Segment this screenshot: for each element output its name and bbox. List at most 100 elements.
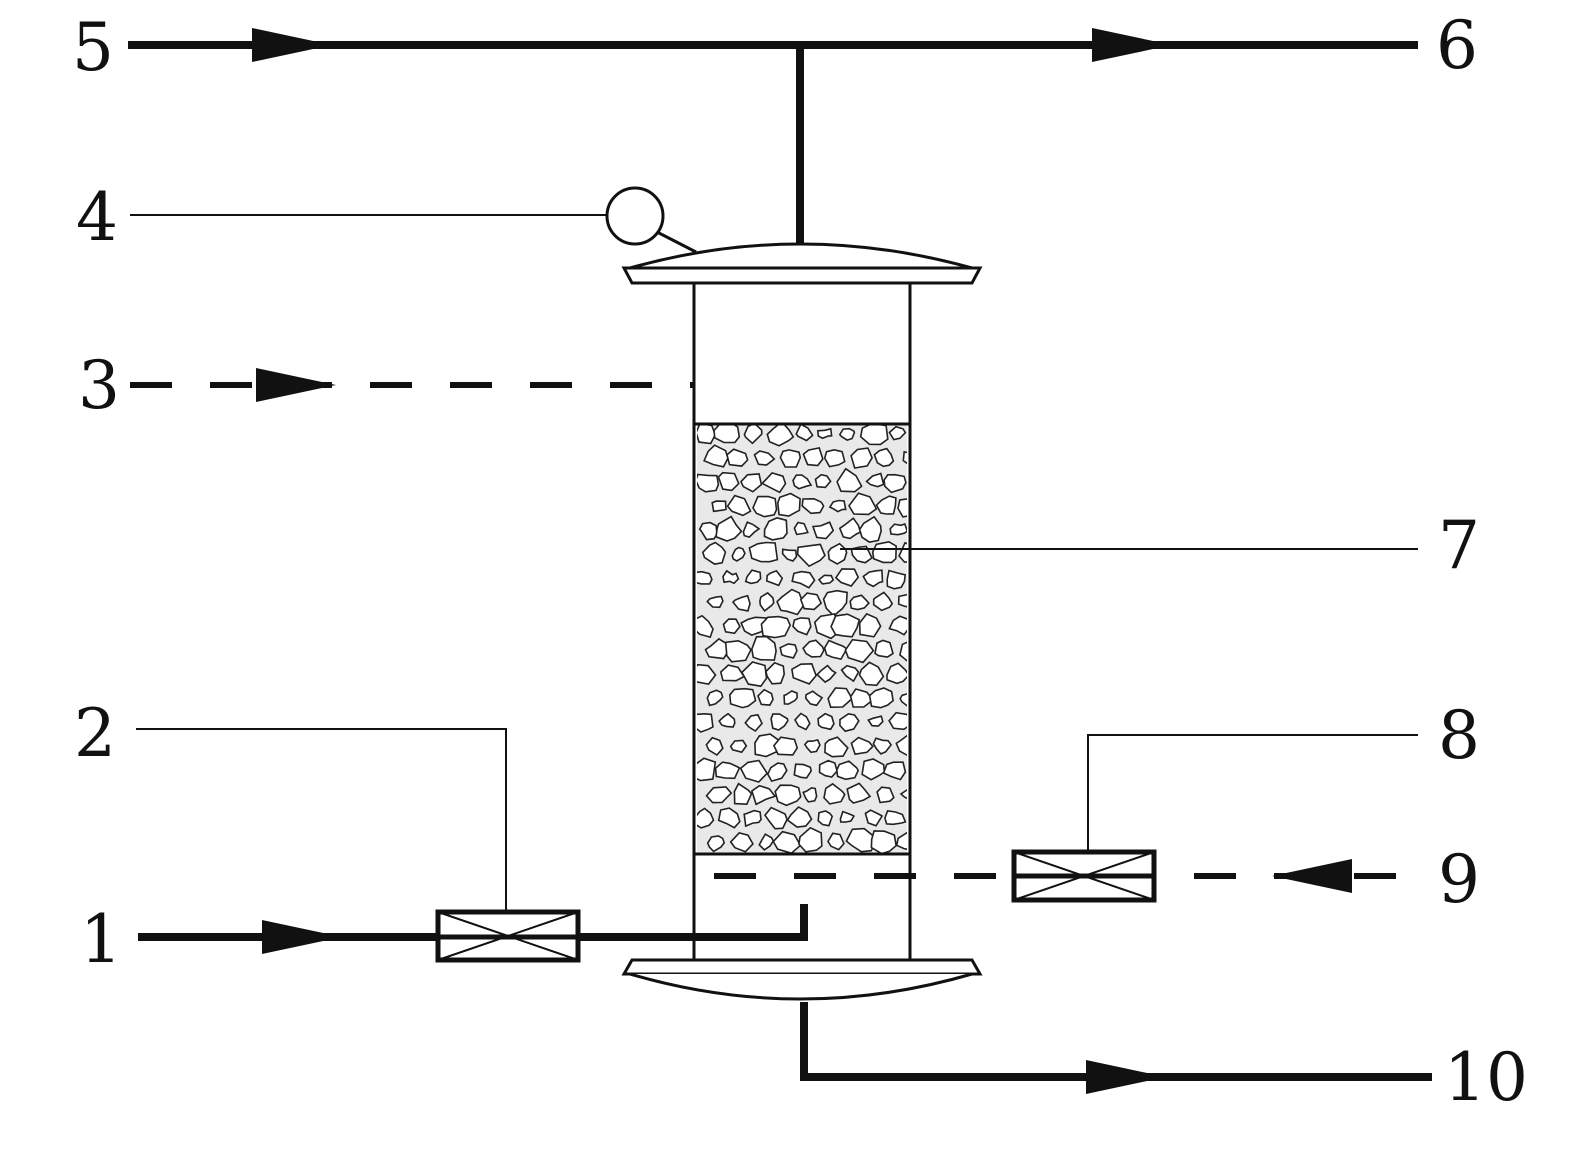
packing-pebble [850, 736, 874, 756]
packing-pebble [697, 663, 717, 685]
packing-pebble [766, 762, 788, 783]
packing-pebble [902, 450, 907, 465]
packing-pebble [794, 712, 811, 731]
packing-pebble [722, 618, 741, 635]
label-7: 7 [1438, 507, 1480, 584]
packing-pebble [744, 713, 763, 733]
packing-pebble [724, 639, 752, 663]
packing-pebble [886, 662, 907, 685]
packing-pebble [814, 473, 832, 489]
label-6: 6 [1436, 7, 1478, 84]
packing-pebble [839, 810, 856, 823]
packing-pebble [697, 712, 714, 733]
packing-pebble [748, 541, 779, 563]
packing-pebble [752, 495, 778, 518]
packing-pebble [697, 424, 717, 445]
packing-pebble [861, 758, 886, 781]
packing-pebble [772, 736, 799, 756]
flow-arrow-3 [256, 368, 336, 402]
packing-pebble [731, 594, 751, 612]
packing-pebble [834, 568, 860, 587]
packing-pebble [822, 589, 848, 617]
label-8: 8 [1438, 697, 1480, 774]
packing-pebble [871, 540, 898, 564]
label-1: 1 [80, 901, 122, 978]
packing-pebble [823, 639, 848, 661]
packing-pebble [703, 444, 729, 468]
packing-pebble [798, 826, 823, 853]
flow-arrow-10 [1086, 1060, 1166, 1094]
packing-pebble [743, 424, 763, 445]
packing-pebble [726, 494, 752, 517]
packing-pebble [714, 761, 741, 780]
packing-pebble [774, 784, 802, 807]
packing-pebble [848, 492, 878, 516]
packing-bed-7 [694, 422, 1418, 856]
packing-pebble [722, 569, 740, 585]
packing-pebble [899, 789, 907, 800]
stream-5-6-header [128, 28, 1418, 268]
packing-pebble [779, 449, 802, 468]
packing-pebble [895, 734, 907, 757]
packing-pebble [838, 517, 862, 540]
packing-pebble [704, 637, 730, 660]
packing-pebble [705, 786, 733, 804]
packing-pebble [867, 715, 884, 727]
top-dome [629, 242, 973, 270]
packing-pebble [835, 760, 860, 781]
packing-pebble [766, 424, 795, 447]
packing-pebble [872, 591, 894, 612]
packing-pebble [886, 569, 907, 590]
packing-pebble [899, 641, 907, 662]
packing-pebble [859, 424, 889, 446]
flow-arrow-1 [262, 920, 342, 954]
packing-pebble [740, 473, 763, 493]
packing-pebble [816, 427, 833, 440]
column-top-head [621, 242, 983, 285]
bottom-outlet-pipe [800, 1002, 1432, 1081]
packing-pebble [868, 687, 894, 709]
packing-pebble [793, 521, 809, 536]
packing-pebble [754, 733, 782, 758]
packing-pebble [726, 448, 749, 467]
packing-pebble [884, 810, 907, 826]
packing-pebble [697, 757, 717, 782]
flow-arrow-9 [1272, 859, 1352, 893]
packing-pebble [845, 827, 877, 853]
packing-pebble [750, 635, 777, 661]
packing-pebble [873, 447, 895, 468]
packing-pebble [783, 690, 798, 705]
packing-pebble [765, 569, 784, 587]
packing-pebble [717, 807, 741, 829]
packing-pebble [818, 759, 838, 778]
packing-pebble [705, 736, 724, 757]
pressure-gauge-4 [130, 186, 697, 254]
packing-pebble [817, 810, 834, 827]
packing-pebble [850, 447, 873, 469]
label-9: 9 [1438, 841, 1480, 918]
packing-pebble [697, 807, 715, 829]
bottom-dome [629, 972, 973, 1001]
packing-pebble [791, 662, 818, 685]
stream-10-outlet [800, 1002, 1432, 1094]
column-bottom-head [621, 958, 983, 1001]
packing-pebble [817, 574, 835, 585]
packing-pebble [733, 782, 753, 806]
packing-pebble [801, 497, 825, 515]
gauge-icon [605, 186, 665, 246]
packing-pebble [865, 472, 885, 488]
packing-pebble [889, 522, 907, 536]
packing-pebble [739, 759, 769, 783]
packing-pebble [838, 427, 856, 441]
packing-pebble [786, 806, 813, 828]
packing-pebble [697, 614, 714, 639]
packing-pebble [802, 786, 818, 803]
leader-line-2 [136, 728, 507, 912]
packing-pebble [828, 499, 847, 513]
packing-pebble [761, 471, 787, 494]
packing-pebble [803, 738, 821, 754]
packing-pebble [779, 643, 798, 659]
packing-pebble [765, 661, 786, 685]
